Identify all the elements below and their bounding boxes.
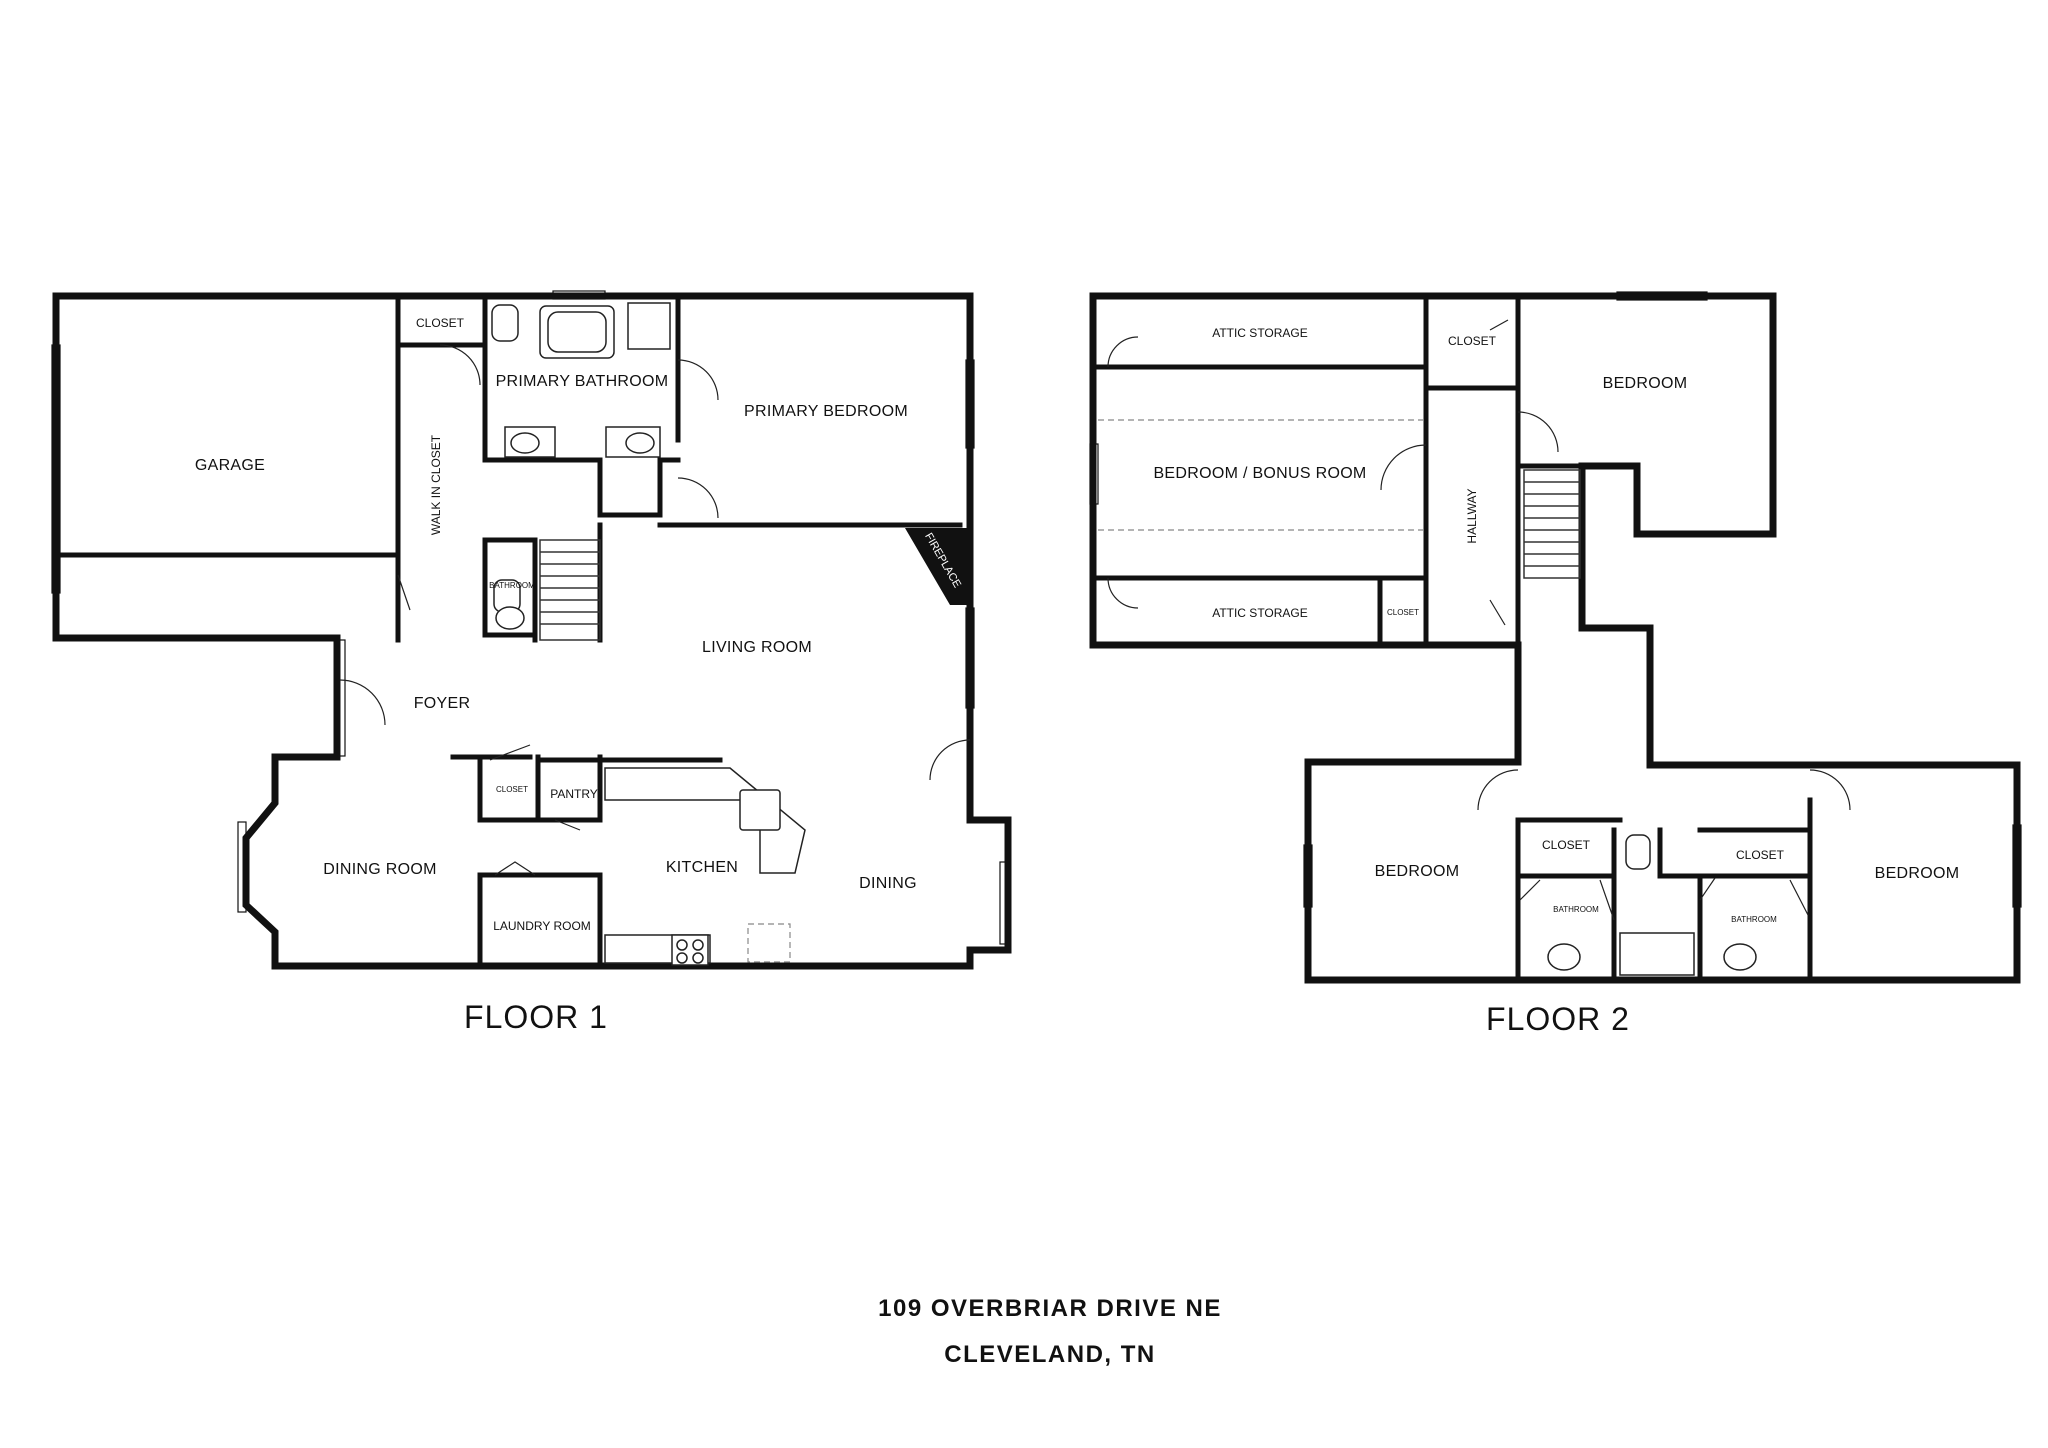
door-swing xyxy=(339,679,386,726)
door-swing xyxy=(1489,319,1509,331)
room-label-walk-in-closet: WALK IN CLOSET xyxy=(429,434,443,535)
toilet-icon xyxy=(491,304,519,342)
fireplace-icon xyxy=(905,528,970,605)
room-label-hallway: HALLWAY xyxy=(1465,488,1479,543)
room-label-laundry-room: LAUNDRY ROOM xyxy=(493,919,591,933)
floor-1-plan: GARAGE CLOSET PRIMARY BATHROOM PRIMARY B… xyxy=(51,290,1012,1035)
room-label-dining: DINING xyxy=(859,875,917,892)
room-label-primary-bathroom: PRIMARY BATHROOM xyxy=(496,373,669,390)
bathtub-basin-icon xyxy=(547,311,607,353)
floor-2-title: FLOOR 2 xyxy=(1486,1001,1630,1037)
room-label-bedroom-bonus-room: BEDROOM / BONUS ROOM xyxy=(1153,465,1366,482)
room-label-bedroom: BEDROOM xyxy=(1875,865,1960,882)
door-swing xyxy=(1809,769,1851,811)
room-label-bedroom: BEDROOM xyxy=(1375,863,1460,880)
door-swing xyxy=(439,344,481,386)
room-label-closet: CLOSET xyxy=(1448,334,1497,348)
floor-2-stairs xyxy=(1523,469,1581,579)
room-label-closet: CLOSET xyxy=(1736,848,1785,862)
room-label-garage: GARAGE xyxy=(195,457,265,474)
address-block: 109 OVERBRIAR DRIVE NE CLEVELAND, TN xyxy=(878,1295,1222,1368)
floor-2-exterior-wall xyxy=(1089,292,2021,984)
shower-icon xyxy=(1619,932,1695,976)
room-label-foyer: FOYER xyxy=(414,695,471,712)
double-sink-icon xyxy=(739,789,781,831)
room-label-pantry: PANTRY xyxy=(550,787,598,801)
sink-icon xyxy=(1723,943,1757,971)
floor-2-labels: ATTIC STORAGE CLOSET BEDROOM BEDROOM / B… xyxy=(1153,326,1959,924)
floor-2-doors xyxy=(1107,319,1851,921)
address-line-2: CLEVELAND, TN xyxy=(944,1341,1156,1368)
address-line-1: 109 OVERBRIAR DRIVE NE xyxy=(878,1295,1222,1322)
room-label-bathroom: BATHROOM xyxy=(1553,905,1599,914)
door-swing xyxy=(494,861,536,876)
door-swing xyxy=(1107,336,1139,368)
sink-icon xyxy=(625,432,655,454)
floor-1-title: FLOOR 1 xyxy=(464,999,608,1035)
door-swing xyxy=(1489,599,1506,626)
sink-icon xyxy=(1547,943,1581,971)
floor-1-fixtures xyxy=(491,302,970,966)
door-swing xyxy=(1107,577,1139,609)
room-label-attic-storage: ATTIC STORAGE xyxy=(1212,606,1308,620)
floor-2-interior-walls xyxy=(1090,293,1813,983)
room-label-primary-bedroom: PRIMARY BEDROOM xyxy=(744,403,908,420)
room-label-bathroom: BATHROOM xyxy=(489,581,535,590)
sink-icon xyxy=(495,606,525,630)
door-swing xyxy=(929,739,971,781)
toilet-icon xyxy=(1625,834,1651,870)
room-label-closet: CLOSET xyxy=(416,316,465,330)
floor-1-stairs xyxy=(539,539,601,641)
room-label-bathroom: BATHROOM xyxy=(1731,915,1777,924)
door-swing xyxy=(554,819,581,831)
room-label-kitchen: KITCHEN xyxy=(666,859,738,876)
appliance-outline-icon xyxy=(747,923,791,963)
room-label-attic-storage: ATTIC STORAGE xyxy=(1212,326,1308,340)
sink-icon xyxy=(510,432,540,454)
door-swing xyxy=(1519,879,1615,921)
room-label-closet-mid: CLOSET xyxy=(496,785,528,794)
room-label-dining-room: DINING ROOM xyxy=(323,861,437,878)
floor-1-labels: GARAGE CLOSET PRIMARY BATHROOM PRIMARY B… xyxy=(195,316,963,933)
door-swing xyxy=(677,359,719,401)
room-label-living-room: LIVING ROOM xyxy=(702,639,812,656)
room-label-closet: CLOSET xyxy=(1542,838,1591,852)
room-label-bedroom: BEDROOM xyxy=(1603,375,1688,392)
door-swing xyxy=(397,574,411,611)
floor-2-fixtures xyxy=(1547,834,1757,976)
shower-icon xyxy=(627,302,671,350)
door-swing xyxy=(1380,444,1427,491)
door-swing xyxy=(1699,877,1809,916)
room-label-closet: CLOSET xyxy=(1387,608,1419,617)
door-swing xyxy=(489,744,531,761)
door-swing xyxy=(677,477,719,519)
floor-1-exterior-wall xyxy=(52,292,1012,970)
door-swing xyxy=(1477,769,1519,811)
door-swing xyxy=(1517,411,1559,453)
floor-1-doors xyxy=(339,344,971,876)
floor-2-plan: ATTIC STORAGE CLOSET BEDROOM BEDROOM / B… xyxy=(1089,291,2022,1037)
floor-2-windows xyxy=(1089,291,2022,908)
floor-1-interior-walls xyxy=(53,293,963,969)
